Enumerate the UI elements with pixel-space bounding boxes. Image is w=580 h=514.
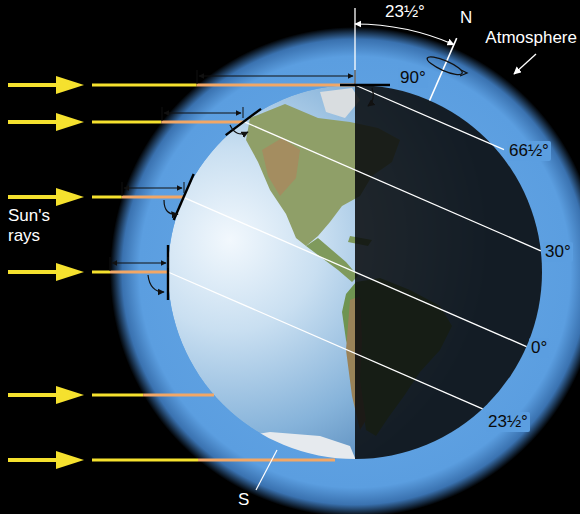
atmosphere: [110, 27, 580, 514]
sun-rays: [8, 76, 355, 469]
ray-label: Sun's rays: [8, 206, 78, 247]
latitude-lines: [168, 85, 541, 409]
latitude-label: 66½°: [507, 141, 551, 161]
tangent-bars: [168, 85, 390, 300]
latitude-label: 90°: [398, 68, 428, 88]
tilt-angle-label: 23½°: [385, 2, 425, 22]
latitude-label: 30°: [543, 242, 573, 262]
pole-label: N: [460, 8, 472, 28]
latitude-label: 23½°: [486, 412, 530, 432]
axis: [355, 8, 467, 101]
layer-label: Atmosphere: [485, 28, 577, 48]
leader-line: [256, 450, 277, 490]
atmosphere-pointer: [514, 54, 536, 74]
pole-label: S: [238, 490, 249, 510]
latitude-label: 0°: [529, 338, 549, 358]
path-brackets: [110, 70, 355, 271]
globe: [168, 70, 555, 490]
angle-arcs: [148, 88, 373, 292]
